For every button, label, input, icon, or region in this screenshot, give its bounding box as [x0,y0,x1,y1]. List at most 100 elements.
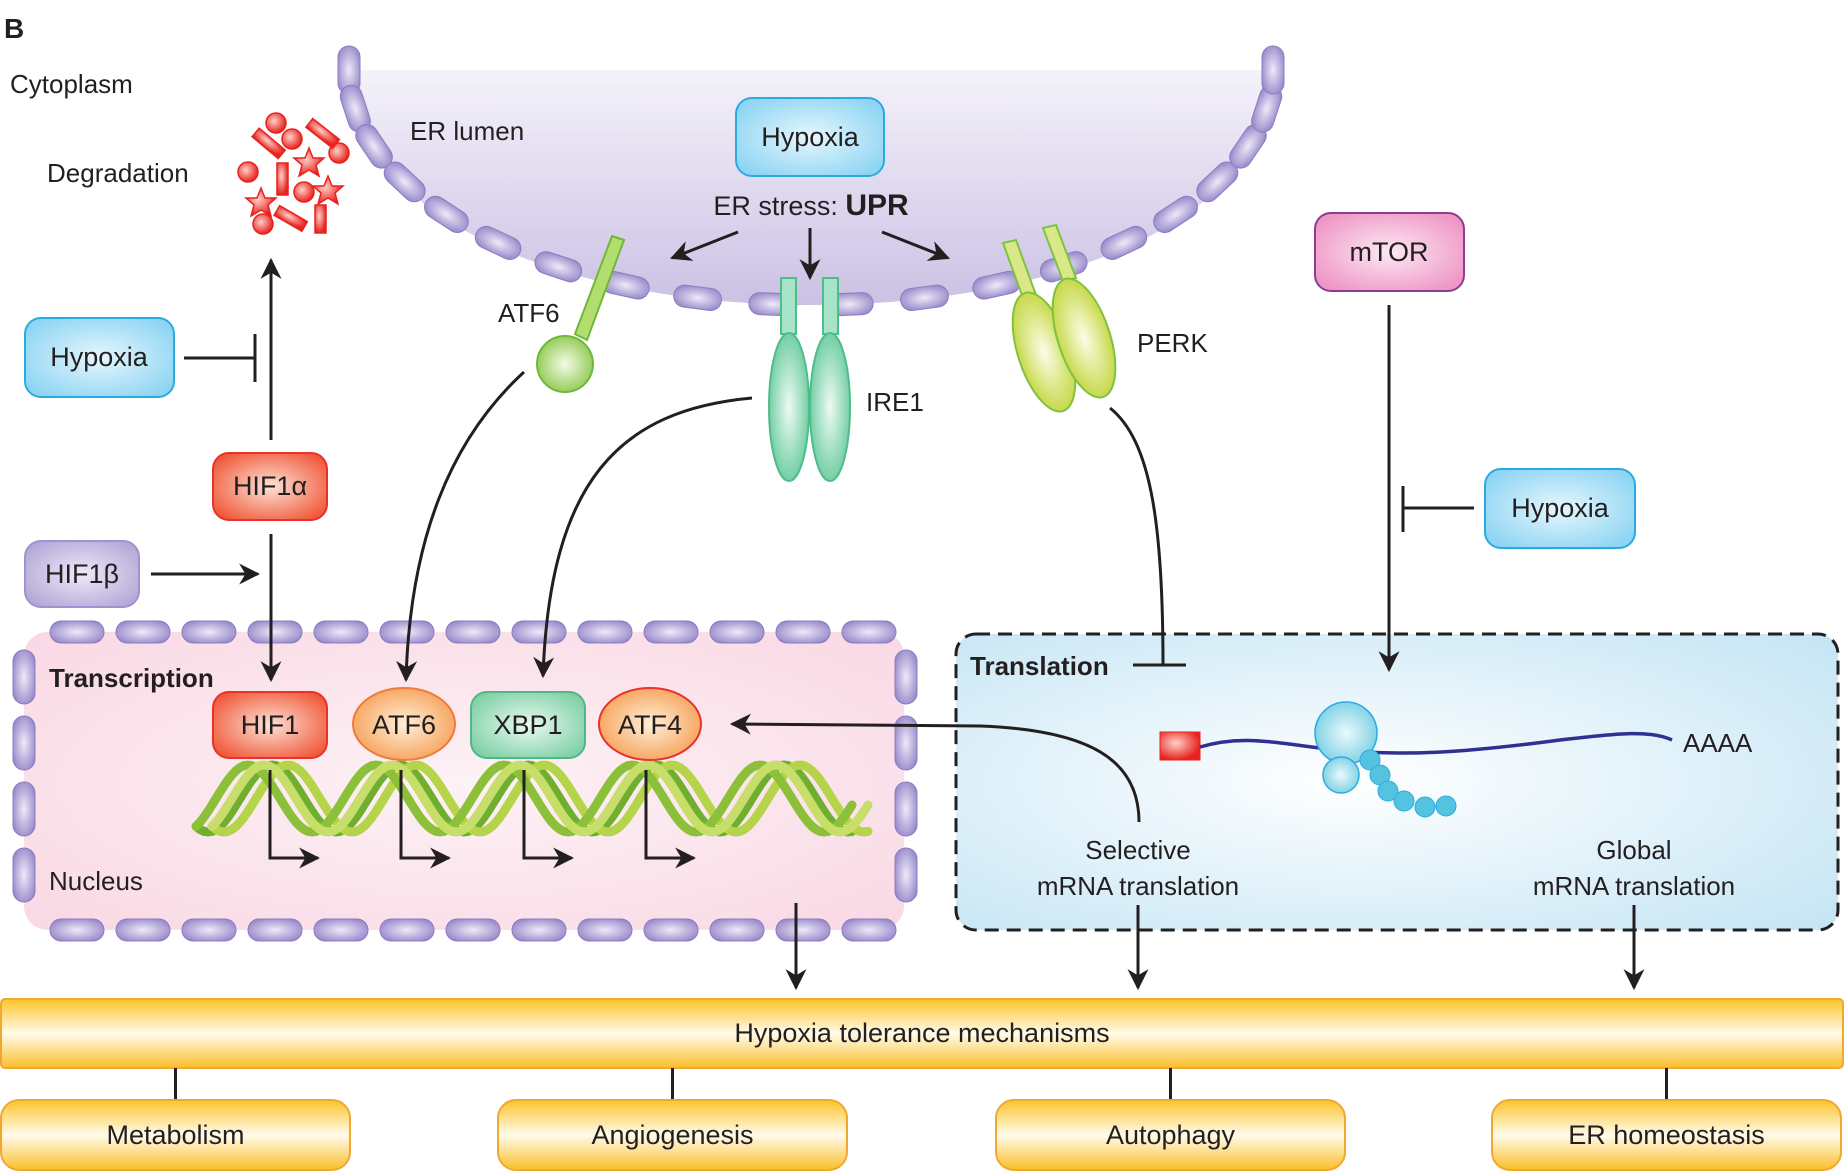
selective-line1: Selective [1085,835,1191,865]
tf-hif1-label: HIF1 [241,710,300,740]
nuclear-membrane-segment [709,620,765,644]
tf-atf4[interactable]: ATF4 [598,687,702,761]
er-membrane-segment [900,284,949,311]
nuclear-membrane-segment [894,781,918,837]
nuclear-membrane-segment [12,847,36,903]
dna-helix-icon [191,760,873,837]
global-line2: mRNA translation [1533,871,1735,901]
ire1-sensor[interactable] [768,277,851,482]
transcription-title: Transcription [49,663,214,693]
selective-to-atf4-arrow [729,713,1141,823]
panel-label: B [4,13,24,44]
ire1-to-xbp1-arrow [533,396,753,679]
upr-to-perk-arrow [881,230,950,261]
er-lumen-label: ER lumen [410,116,524,146]
nuclear-membrane-segment [12,649,36,705]
nuclear-membrane-segment [12,781,36,837]
tf-hif1[interactable]: HIF1 [212,691,328,759]
hypoxia-er-label: Hypoxia [761,122,860,152]
nuclear-membrane-segment [445,620,501,644]
nuclear-membrane [12,620,918,942]
nuclear-membrane-segment [643,918,699,942]
nuclear-membrane-segment [181,918,237,942]
nuclear-membrane-segment [181,620,237,644]
outcome-autophagy[interactable]: Autophagy [995,1099,1346,1171]
er-membrane-segment [383,161,426,203]
nuclear-membrane-segment [445,918,501,942]
tf-xbp1[interactable]: XBP1 [470,691,586,759]
er-membrane-segment [534,251,583,283]
hif1a-node[interactable]: HIF1α [212,452,328,521]
nuclear-membrane-segment [115,620,171,644]
perk-inhibit-translation-line [1109,406,1186,667]
upr-to-atf6-arrow [670,230,739,261]
nuclear-membrane-segment [49,918,105,942]
atf6-sensor-label: ATF6 [498,298,560,328]
perk-sensor-label: PERK [1137,328,1208,358]
dna-strand [207,760,873,837]
er-lumen [350,70,1275,305]
hypoxia-mtor-label: Hypoxia [1511,493,1610,523]
er-membrane-segment [1100,225,1148,260]
outcome-label: Autophagy [1106,1120,1236,1150]
nuclear-membrane-segment [511,918,567,942]
nuclear-membrane-segment [511,620,567,644]
nuclear-membrane-segment [894,847,918,903]
hif1b-node[interactable]: HIF1β [24,540,140,608]
nuclear-membrane-segment [841,918,897,942]
nuclear-membrane-segment [12,715,36,771]
nuclear-membrane-segment [115,918,171,942]
nuclear-membrane-segment [577,620,633,644]
nuclear-membrane-segment [247,918,303,942]
ire1-sensor-label: IRE1 [866,387,924,417]
transcription-start-arrows [268,770,697,869]
nuclear-membrane-segment [379,918,435,942]
nuclear-membrane-segment [775,620,831,644]
er-membrane-segment [1261,45,1285,95]
er-membrane-segment [1153,195,1198,233]
outcome-label: ER homeostasis [1568,1120,1765,1150]
polya-label: AAAA [1683,728,1753,758]
ribosome-icon [1314,701,1457,818]
outcome-metabolism[interactable]: Metabolism [0,1099,351,1171]
atf6-sensor[interactable] [536,234,626,393]
nuclear-membrane-segment [247,620,303,644]
degradation-label: Degradation [47,158,189,188]
translation-title: Translation [970,651,1109,681]
outcomes: Metabolism Angiogenesis Autophagy ER homeos… [0,1068,1842,1171]
translation-box [954,632,1840,932]
cytoplasm-label: Cytoplasm [10,69,133,99]
hypoxia-hif-node[interactable]: Hypoxia [24,317,175,398]
nuclear-membrane-segment [49,620,105,644]
hypoxia-hif-label: Hypoxia [50,342,149,372]
tf-atf6[interactable]: ATF6 [352,687,456,761]
dna-strand [207,760,873,837]
nucleus-label: Nucleus [49,866,143,896]
nuclear-membrane-segment [894,649,918,705]
outcome-angiogenesis[interactable]: Angiogenesis [497,1099,848,1171]
nuclear-membrane-segment [313,620,369,644]
mtor-label: mTOR [1350,237,1429,267]
mrna-cap-icon [1159,731,1201,761]
mrna-strand [1199,731,1673,755]
er-membrane-segment [424,195,469,233]
outcome-er-homeostasis[interactable]: ER homeostasis [1491,1099,1842,1171]
er-membrane-segment [673,284,722,311]
outcome-label: Metabolism [106,1120,244,1150]
nuclear-membrane-segment [313,918,369,942]
hypoxia-mtor-node[interactable]: Hypoxia [1484,468,1636,549]
tf-atf6-label: ATF6 [372,710,436,740]
mtor-node[interactable]: mTOR [1314,212,1465,292]
hif1b-label: HIF1β [45,559,119,589]
atf6-to-nucleus-arrow [396,370,526,683]
tf-xbp1-label: XBP1 [493,710,562,740]
nuclear-membrane-segment [775,918,831,942]
tolerance-bar[interactable]: Hypoxia tolerance mechanisms [0,998,1844,1069]
perk-sensor[interactable] [1000,223,1128,419]
degradation-fragments-icon [237,112,350,235]
global-line1: Global [1596,835,1671,865]
tolerance-title: Hypoxia tolerance mechanisms [734,1018,1109,1048]
hypoxia-er-node[interactable]: Hypoxia [735,97,885,177]
er-membrane-segment [474,225,522,260]
